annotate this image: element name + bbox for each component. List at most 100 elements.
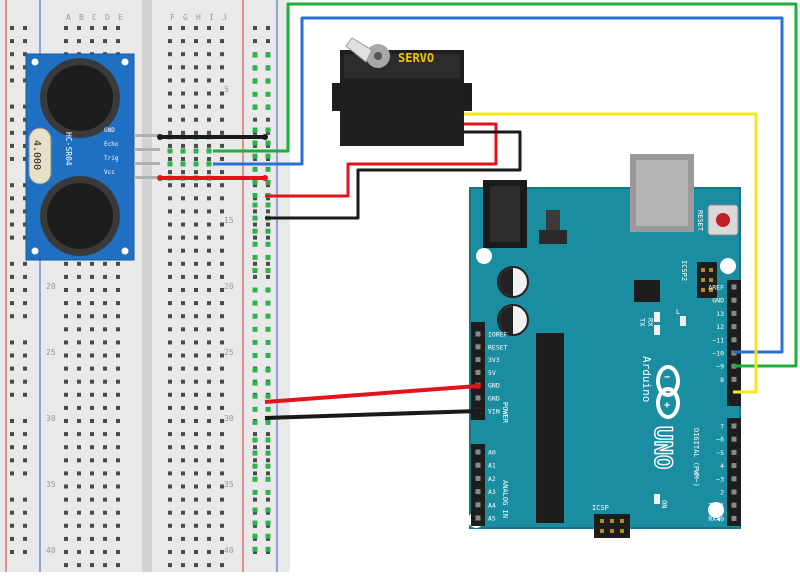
breadboard-hole[interactable] [10, 432, 14, 437]
breadboard-hole[interactable] [168, 78, 172, 83]
breadboard-hole[interactable] [266, 523, 270, 528]
breadboard-hole[interactable] [194, 104, 198, 109]
breadboard-hole[interactable] [168, 510, 172, 515]
breadboard-hole[interactable] [64, 484, 68, 489]
breadboard-hole[interactable] [181, 563, 185, 568]
breadboard-hole[interactable] [77, 288, 81, 292]
breadboard-hole[interactable] [253, 523, 257, 528]
breadboard-hole[interactable] [90, 471, 94, 476]
breadboard-hole[interactable] [168, 327, 172, 332]
breadboard-hole[interactable] [220, 52, 224, 57]
header-socket[interactable] [731, 297, 737, 303]
breadboard-hole[interactable] [181, 458, 185, 463]
breadboard-hole[interactable] [181, 65, 185, 70]
breadboard-hole[interactable] [23, 510, 27, 515]
breadboard-hole[interactable] [116, 301, 120, 306]
breadboard-hole[interactable] [220, 157, 224, 161]
breadboard-hole[interactable] [168, 65, 172, 70]
breadboard-hole[interactable] [220, 550, 224, 554]
breadboard-hole[interactable] [168, 458, 172, 463]
breadboard-hole[interactable] [220, 248, 224, 253]
breadboard-hole[interactable] [90, 274, 94, 279]
breadboard-hole[interactable] [207, 327, 211, 332]
breadboard-hole[interactable] [10, 26, 14, 30]
header-socket[interactable] [475, 449, 481, 455]
breadboard-hole[interactable] [23, 366, 27, 371]
breadboard-hole[interactable] [168, 353, 172, 358]
breadboard-hole[interactable] [90, 39, 94, 44]
breadboard-hole[interactable] [181, 497, 185, 502]
breadboard-hole[interactable] [116, 327, 120, 332]
reset-button-cap[interactable] [716, 213, 730, 227]
breadboard-hole[interactable] [168, 39, 172, 44]
breadboard-hole[interactable] [103, 458, 107, 463]
breadboard-hole[interactable] [207, 91, 211, 96]
breadboard-hole[interactable] [90, 327, 94, 332]
breadboard-hole[interactable] [90, 353, 94, 358]
breadboard-hole[interactable] [181, 196, 185, 201]
breadboard-hole[interactable] [253, 432, 257, 437]
breadboard-hole[interactable] [194, 419, 198, 423]
breadboard-hole[interactable] [194, 52, 198, 57]
breadboard-hole[interactable] [10, 65, 14, 70]
breadboard-hole[interactable] [194, 392, 198, 397]
breadboard-hole[interactable] [168, 497, 172, 502]
breadboard-hole[interactable] [207, 170, 211, 175]
breadboard-hole[interactable] [77, 379, 81, 384]
breadboard-hole[interactable] [194, 65, 198, 70]
breadboard-hole[interactable] [220, 405, 224, 410]
breadboard-hole[interactable] [10, 130, 14, 135]
breadboard-hole[interactable] [181, 78, 185, 83]
breadboard-hole[interactable] [90, 536, 94, 541]
breadboard-hole[interactable] [64, 471, 68, 476]
breadboard-hole[interactable] [168, 536, 172, 541]
breadboard-hole[interactable] [181, 484, 185, 489]
breadboard-hole[interactable] [207, 510, 211, 515]
breadboard-hole[interactable] [266, 471, 270, 476]
breadboard-hole[interactable] [23, 340, 27, 345]
breadboard-hole[interactable] [168, 288, 172, 292]
breadboard-hole[interactable] [168, 170, 172, 175]
breadboard-hole[interactable] [220, 379, 224, 384]
breadboard-hole[interactable] [90, 392, 94, 397]
breadboard-hole[interactable] [10, 536, 14, 541]
breadboard-hole[interactable] [181, 130, 185, 135]
breadboard-hole[interactable] [266, 510, 270, 515]
header-socket[interactable] [475, 357, 481, 363]
breadboard-hole[interactable] [116, 432, 120, 437]
header-socket[interactable] [731, 476, 737, 482]
breadboard-hole[interactable] [90, 26, 94, 30]
breadboard-hole[interactable] [266, 130, 270, 135]
breadboard-hole[interactable] [168, 484, 172, 489]
breadboard-hole[interactable] [77, 523, 81, 528]
breadboard-hole[interactable] [194, 209, 198, 214]
breadboard-hole[interactable] [103, 340, 107, 345]
breadboard-hole[interactable] [77, 536, 81, 541]
breadboard-hole[interactable] [220, 484, 224, 489]
breadboard-hole[interactable] [168, 563, 172, 568]
breadboard-hole[interactable] [23, 26, 27, 30]
breadboard-hole[interactable] [207, 39, 211, 44]
breadboard-hole[interactable] [194, 536, 198, 541]
breadboard-hole[interactable] [116, 340, 120, 345]
breadboard-hole[interactable] [168, 248, 172, 253]
breadboard-hole[interactable] [207, 78, 211, 83]
breadboard-hole[interactable] [220, 183, 224, 188]
breadboard-hole[interactable] [207, 196, 211, 201]
breadboard-hole[interactable] [253, 458, 257, 463]
breadboard-hole[interactable] [220, 288, 224, 292]
header-socket[interactable] [475, 462, 481, 468]
breadboard-hole[interactable] [103, 392, 107, 397]
breadboard-hole[interactable] [77, 274, 81, 279]
breadboard-hole[interactable] [116, 314, 120, 319]
breadboard-hole[interactable] [168, 471, 172, 476]
breadboard-hole[interactable] [220, 274, 224, 279]
breadboard-hole[interactable] [194, 117, 198, 122]
breadboard-hole[interactable] [64, 366, 68, 371]
breadboard-hole[interactable] [103, 301, 107, 306]
header-socket[interactable] [475, 331, 481, 337]
header-socket[interactable] [475, 395, 481, 401]
breadboard-hole[interactable] [23, 78, 27, 83]
breadboard-hole[interactable] [207, 458, 211, 463]
breadboard-hole[interactable] [266, 39, 270, 44]
